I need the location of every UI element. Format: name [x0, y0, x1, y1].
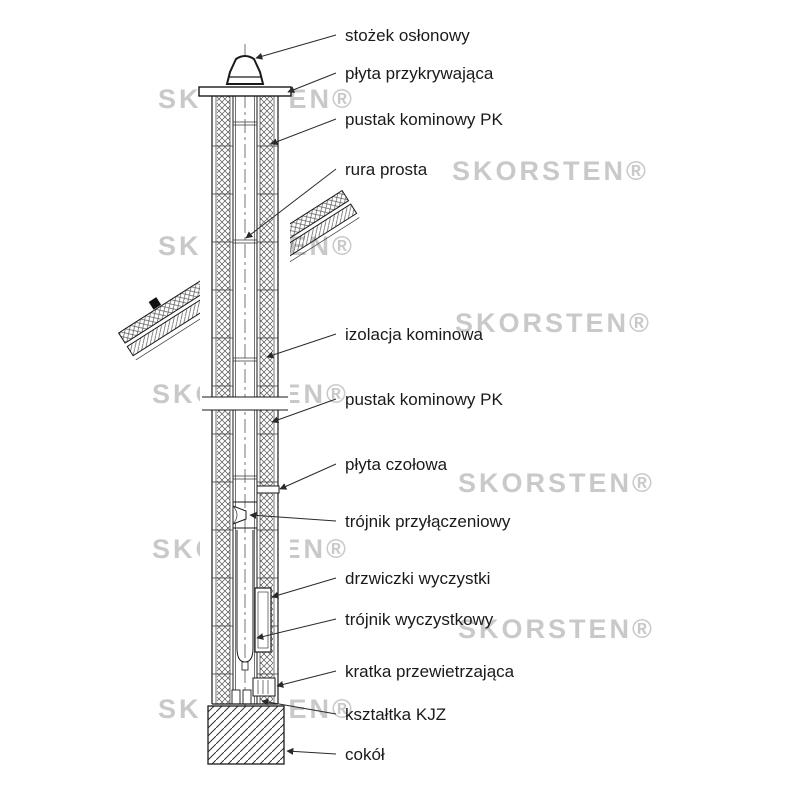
grille-bars [257, 680, 269, 694]
break-gap [202, 397, 288, 410]
covering-plate [198, 86, 292, 97]
label-plyta-czolowa: płyta czołowa [345, 455, 448, 474]
leader-cokol [286, 747, 337, 755]
part-labels: stożek osłonowy płyta przykrywająca pust… [345, 26, 515, 764]
leader-rura-prosta [245, 168, 337, 239]
leader-plyta-przykrywajaca [287, 72, 337, 93]
label-trojnik-przylaczeniowy: trójnik przyłączeniowy [345, 512, 511, 531]
label-pustak-kominowy-pk-1: pustak kominowy PK [345, 110, 503, 129]
label-drzwiczki-wyczystki: drzwiczki wyczystki [345, 569, 490, 588]
plinth [207, 705, 285, 765]
label-pustak-kominowy-pk-2: pustak kominowy PK [345, 390, 503, 409]
grille-frame [252, 677, 276, 697]
chimney-column [198, 44, 292, 766]
label-rura-prosta: rura prosta [345, 160, 428, 179]
label-stozek-oslonowy: stożek osłonowy [345, 26, 470, 45]
leader-trojnik-przylaczeniowy [249, 511, 337, 522]
label-ksztaltka-kjz: kształtka KJZ [345, 705, 446, 724]
kjz-foot [231, 689, 241, 705]
leader-ksztaltka-kjz [261, 698, 337, 715]
leader-kratka-przewietrzajaca [276, 670, 337, 688]
leader-izolacja-kominowa [266, 333, 337, 359]
leader-pustak-kominowy-pk-2 [271, 398, 337, 424]
watermark-text: SKORSTEN® [452, 156, 649, 186]
ventilation-grille [252, 677, 276, 697]
kjz-foot [242, 689, 252, 705]
tee-spigot-arc [232, 505, 238, 525]
front-plate [256, 485, 280, 494]
label-izolacja-kominowa: izolacja kominowa [345, 325, 483, 344]
leader-trojnik-wyczystkowy [256, 618, 337, 640]
watermark-text: SKORSTEN® [458, 614, 655, 644]
leader-pustak-kominowy-pk-1 [270, 118, 337, 146]
label-trojnik-wyczystkowy: trójnik wyczystkowy [345, 610, 494, 629]
cleaning-door-inner [257, 591, 269, 649]
watermark-text: SKORSTEN® [455, 308, 652, 338]
leader-lines [245, 34, 337, 755]
pipe-joints [233, 121, 257, 480]
cleaning-door [254, 587, 272, 653]
connection-tee [232, 501, 257, 529]
label-cokol: cokół [345, 745, 385, 764]
roof-batten [148, 297, 162, 310]
leader-stozek-oslonowy [255, 34, 337, 60]
watermark-text: SKORSTEN® [458, 468, 655, 498]
condensate-cup [241, 661, 249, 671]
label-plyta-przykrywajaca: płyta przykrywająca [345, 64, 494, 83]
leader-drzwiczki-wyczystki [271, 577, 337, 599]
leader-plyta-czolowa [279, 463, 337, 490]
label-kratka-przewietrzajaca: kratka przewietrzająca [345, 662, 515, 681]
